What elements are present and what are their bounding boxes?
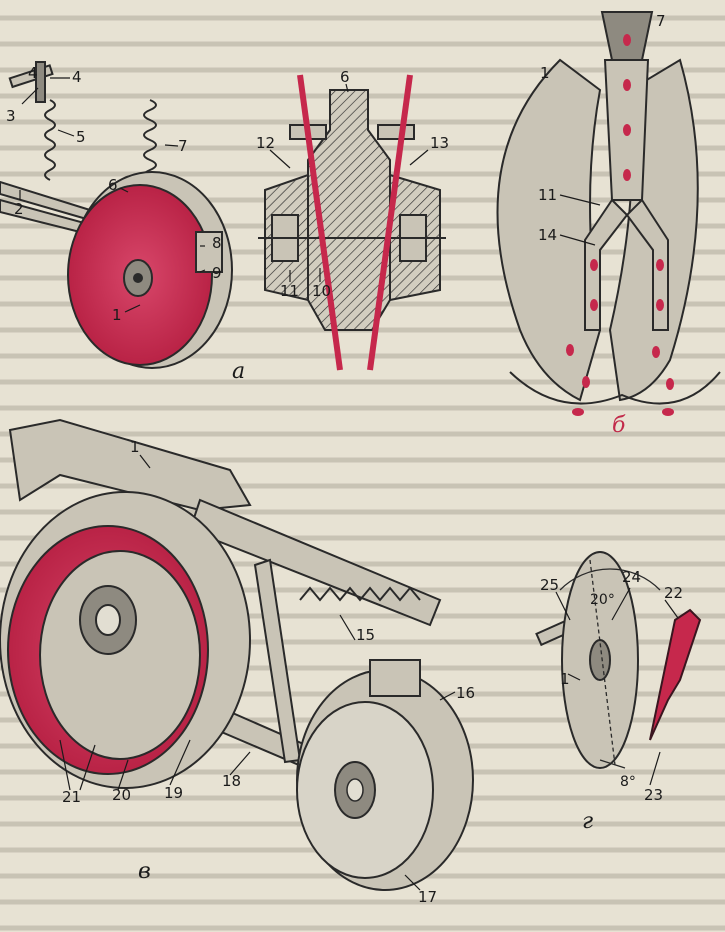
leader-lines (19, 77, 679, 891)
label-23: 23 (644, 786, 663, 804)
label-14: 14 (538, 226, 557, 244)
label-2: 2 (14, 200, 24, 218)
label-10: 10 (312, 282, 331, 300)
label-9: 9 (212, 264, 222, 282)
soil-line-b (509, 371, 721, 405)
label-11-b: 11 (538, 186, 557, 204)
label-24: 24 (622, 568, 641, 586)
label-5: 5 (76, 128, 86, 146)
label-4: 4 (72, 68, 82, 86)
panel-letter-b: б (612, 413, 626, 438)
label-6-section: 6 (340, 68, 350, 86)
disc-section-right (367, 74, 413, 371)
label-13: 13 (430, 134, 449, 152)
hub-center (133, 273, 143, 283)
label-16: 16 (456, 684, 475, 702)
label-20-v: 20 (112, 786, 131, 804)
label-18: 18 (222, 772, 241, 790)
label-1-g: 1 (560, 670, 570, 688)
bolt-13 (377, 124, 415, 140)
panel-letter-g: г (582, 809, 593, 834)
angle-line-bottom (599, 759, 626, 769)
panel-a-perspective-disc (0, 61, 233, 369)
label-3: 3 (6, 107, 16, 125)
disc-section-left (297, 74, 343, 371)
panel-v-assembly (0, 418, 474, 891)
label-12: 12 (256, 134, 275, 152)
wheel-bracket (369, 659, 421, 697)
label-1-b: 1 (540, 64, 550, 82)
angle-arc-top (559, 568, 661, 591)
label-15: 15 (356, 626, 375, 644)
panel-letter-a: а (232, 359, 245, 384)
label-25: 25 (540, 576, 559, 594)
spring-15 (299, 586, 421, 602)
frame-strut (253, 558, 302, 764)
panel-letter-v: в (138, 859, 151, 884)
tube-14-right (625, 198, 669, 331)
label-19: 19 (164, 784, 183, 802)
label-6-a: 6 (108, 176, 118, 194)
label-8: 8 (212, 234, 222, 252)
disc-b-left (496, 58, 602, 402)
rod-part (35, 61, 46, 103)
panel-b-seed-tube (496, 11, 721, 416)
seed-tube-22-23 (649, 608, 702, 741)
panel-a-cross-section (258, 74, 446, 371)
angle-label-bottom: 8° (620, 774, 636, 790)
panel-g-angles (535, 551, 702, 769)
press-wheel-hub-center (346, 778, 364, 802)
label-7-a: 7 (178, 137, 188, 155)
clamp-8-9 (195, 231, 223, 273)
label-4-left: 4 (28, 64, 38, 82)
label-22: 22 (664, 584, 683, 602)
angle-label-top: 20° (590, 592, 615, 608)
disc-inner-v (39, 550, 201, 760)
spring-5 (44, 99, 56, 181)
label-17: 17 (418, 888, 437, 906)
label-1-v: 1 (130, 438, 140, 456)
label-7-b: 7 (656, 12, 666, 30)
label-21: 21 (62, 788, 81, 806)
mount-bracket (8, 418, 252, 512)
label-1-a: 1 (112, 306, 122, 324)
seeds-b (566, 34, 674, 416)
label-11-a: 11 (280, 282, 299, 300)
hub-v-center (95, 604, 121, 636)
